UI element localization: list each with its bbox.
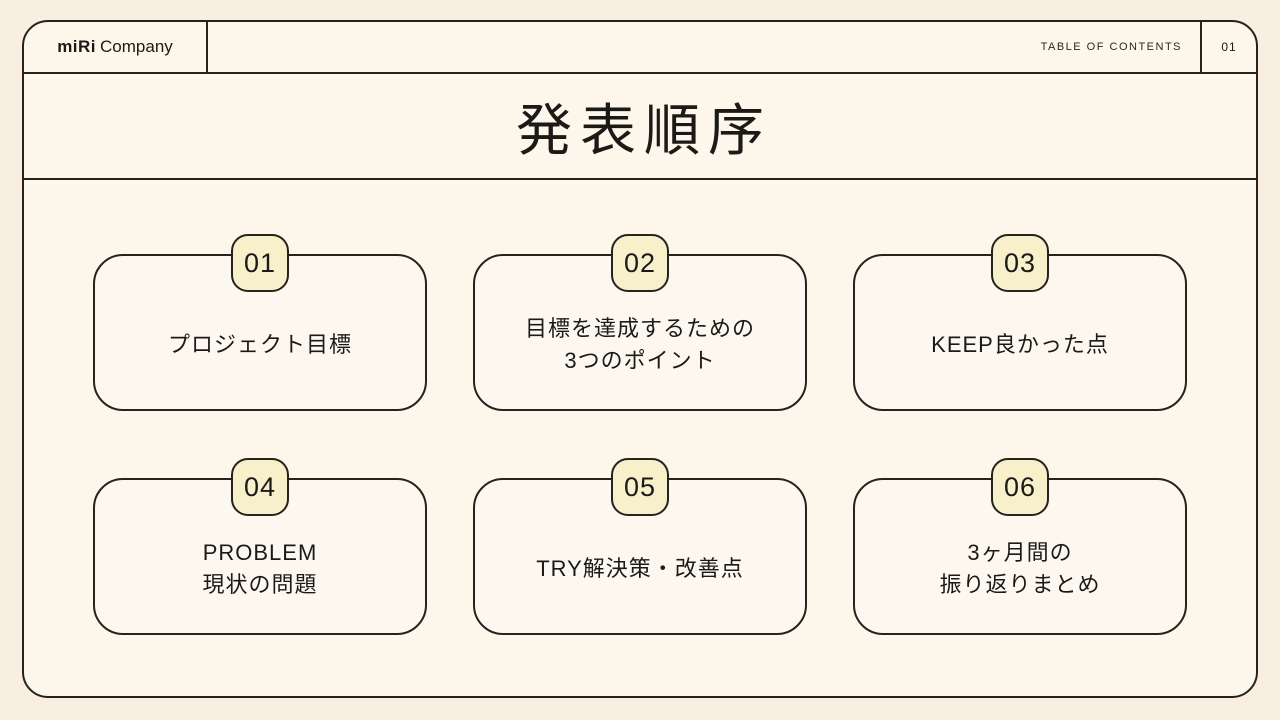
contents-card-text: プロジェクト目標	[168, 329, 352, 361]
contents-card-text: 3ヶ月間の 振り返りまとめ	[939, 537, 1100, 601]
card-text-line: KEEP良かった点	[931, 331, 1109, 357]
contents-item-2: 目標を達成するための 3つのポイント 02	[473, 234, 807, 411]
contents-item-4: PROBLEM 現状の問題 04	[93, 458, 427, 635]
contents-item-3: KEEP良かった点 03	[853, 234, 1187, 411]
number-badge: 02	[611, 234, 669, 292]
page-title: 発表順序	[516, 98, 772, 162]
card-text-line: PROBLEM	[202, 539, 318, 565]
card-text-line: 目標を達成するための	[524, 315, 755, 341]
logo-brand-text: miRi	[57, 37, 97, 56]
contents-card-text: KEEP良かった点	[931, 329, 1109, 361]
contents-card-text: 目標を達成するための 3つのポイント	[525, 313, 755, 377]
card-text-line: TRY解決策・改善点	[536, 555, 744, 581]
number-badge: 04	[231, 458, 289, 516]
header-spacer	[208, 22, 1041, 72]
number-badge: 06	[991, 458, 1049, 516]
card-text-line: 3つのポイント	[564, 347, 716, 373]
title-row: 発表順序	[24, 74, 1256, 180]
slide-header: miRi Company TABLE OF CONTENTS 01	[24, 22, 1256, 74]
contents-item-1: プロジェクト目標 01	[93, 234, 427, 411]
company-logo: miRi Company	[24, 22, 208, 72]
slide-frame: miRi Company TABLE OF CONTENTS 01 発表順序 プ…	[22, 20, 1258, 698]
number-badge: 01	[231, 234, 289, 292]
logo-company-text: Company	[100, 37, 173, 56]
card-text-line: プロジェクト目標	[167, 331, 352, 357]
contents-grid: プロジェクト目標 01 目標を達成するための 3つのポイント 02 KEEP良か…	[24, 180, 1256, 635]
card-text-line: 現状の問題	[202, 571, 318, 597]
number-badge: 03	[991, 234, 1049, 292]
contents-card-text: TRY解決策・改善点	[536, 553, 744, 585]
number-badge: 05	[611, 458, 669, 516]
card-text-line: 振り返りまとめ	[939, 571, 1101, 597]
page-number: 01	[1200, 22, 1256, 72]
contents-item-5: TRY解決策・改善点 05	[473, 458, 807, 635]
card-text-line: 3ヶ月間の	[967, 539, 1073, 565]
contents-item-6: 3ヶ月間の 振り返りまとめ 06	[853, 458, 1187, 635]
table-of-contents-label: TABLE OF CONTENTS	[1040, 41, 1182, 53]
contents-card: 3ヶ月間の 振り返りまとめ	[853, 478, 1187, 635]
contents-card-text: PROBLEM 現状の問題	[202, 537, 317, 601]
